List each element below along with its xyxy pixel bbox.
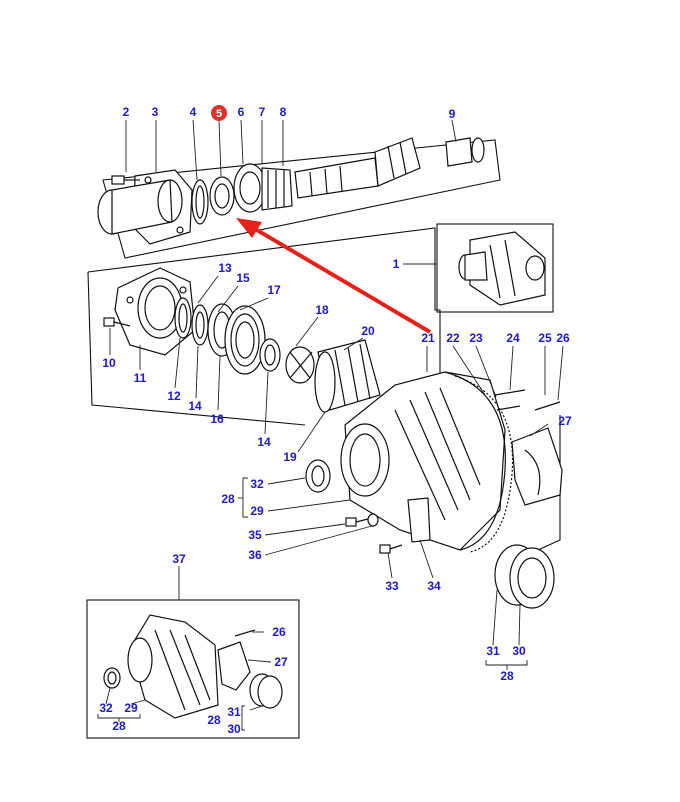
inset-callout-27: 27 [274,655,288,669]
spacer-ring-part [259,338,281,372]
callout-20: 20 [361,324,375,338]
callout-35: 35 [248,528,262,542]
inset-callout-28-right: 28 [207,713,221,727]
callout-28-lower: 28 [500,669,514,683]
callout-2: 2 [123,105,130,119]
callout-labels: 2 3 4 6 7 8 9 1 13 15 17 18 20 10 11 12 … [102,105,572,683]
assembled-housing-inset [458,231,546,306]
flange-bolt-part [111,175,140,185]
pinion-flange-part [97,169,193,245]
callout-16: 16 [210,412,224,426]
callout-10: 10 [102,356,116,370]
callout-22: 22 [446,331,460,345]
callout-17: 17 [267,283,281,297]
seal-ring-part [191,179,209,225]
callout-31: 31 [486,644,500,658]
callout-21: 21 [421,331,435,345]
callout-25: 25 [538,331,552,345]
callout-28: 28 [221,492,235,506]
housing-inset-panel [436,223,554,313]
callout-26: 26 [556,331,570,345]
carrier-bolt-part [103,317,131,327]
callout-18: 18 [315,303,329,317]
callout-27: 27 [558,414,572,428]
callout-19: 19 [283,450,297,464]
differential-case-part [314,339,381,413]
pinion-gear-part [445,137,485,167]
highlight-badge-number: 5 [216,108,222,120]
callout-13: 13 [218,261,232,275]
bearing-cup-part [209,176,235,216]
callout-30: 30 [512,644,526,658]
inset-callout-labels: 26 27 32 29 28 28 31 30 [99,625,288,736]
callout-15: 15 [236,271,250,285]
thrust-washer-part [191,304,209,346]
callout-7: 7 [259,105,266,119]
bearing-cone-part [233,163,293,213]
rear-cover-inset [103,614,283,719]
callout-37: 37 [172,552,186,566]
housing-bolts-part [345,513,403,554]
callout-12: 12 [167,389,181,403]
callout-36: 36 [248,548,262,562]
leader-lines [97,119,564,731]
highlight-arrow [236,218,432,334]
callout-24: 24 [506,331,520,345]
inset-callout-29: 29 [124,701,138,715]
bearing-cap-part [511,427,563,506]
dowel-pins-part [494,389,561,411]
callout-11: 11 [134,371,147,385]
callout-29: 29 [250,504,264,518]
inset-callout-32: 32 [99,701,113,715]
callout-14-lower: 14 [257,435,271,449]
callout-14-upper: 14 [188,399,202,413]
callout-23: 23 [469,331,483,345]
inset-callout-28-left: 28 [112,719,126,733]
lock-plate-part [407,497,431,543]
inset-callout-31: 31 [227,705,241,719]
differential-gear-part [285,346,315,384]
shim-ring-part [174,297,192,339]
outer-bearing-part [494,544,555,609]
callout-9: 9 [449,107,456,121]
callout-4: 4 [190,105,197,119]
callout-3: 3 [152,105,159,119]
callout-32: 32 [250,477,264,491]
callout-6: 6 [238,105,245,119]
pinion-shaft-part [294,137,421,199]
inset-callout-30: 30 [227,722,241,736]
crown-bearing-part [224,305,266,375]
inset-callout-26: 26 [272,625,286,639]
highlight-badge: 5 [211,105,227,121]
callout-33: 33 [385,579,399,593]
callout-8: 8 [280,105,287,119]
callout-1: 1 [393,257,400,271]
rear-cover-inset-panel [86,599,300,739]
oil-seal-part [305,459,331,493]
callout-34: 34 [427,579,441,593]
